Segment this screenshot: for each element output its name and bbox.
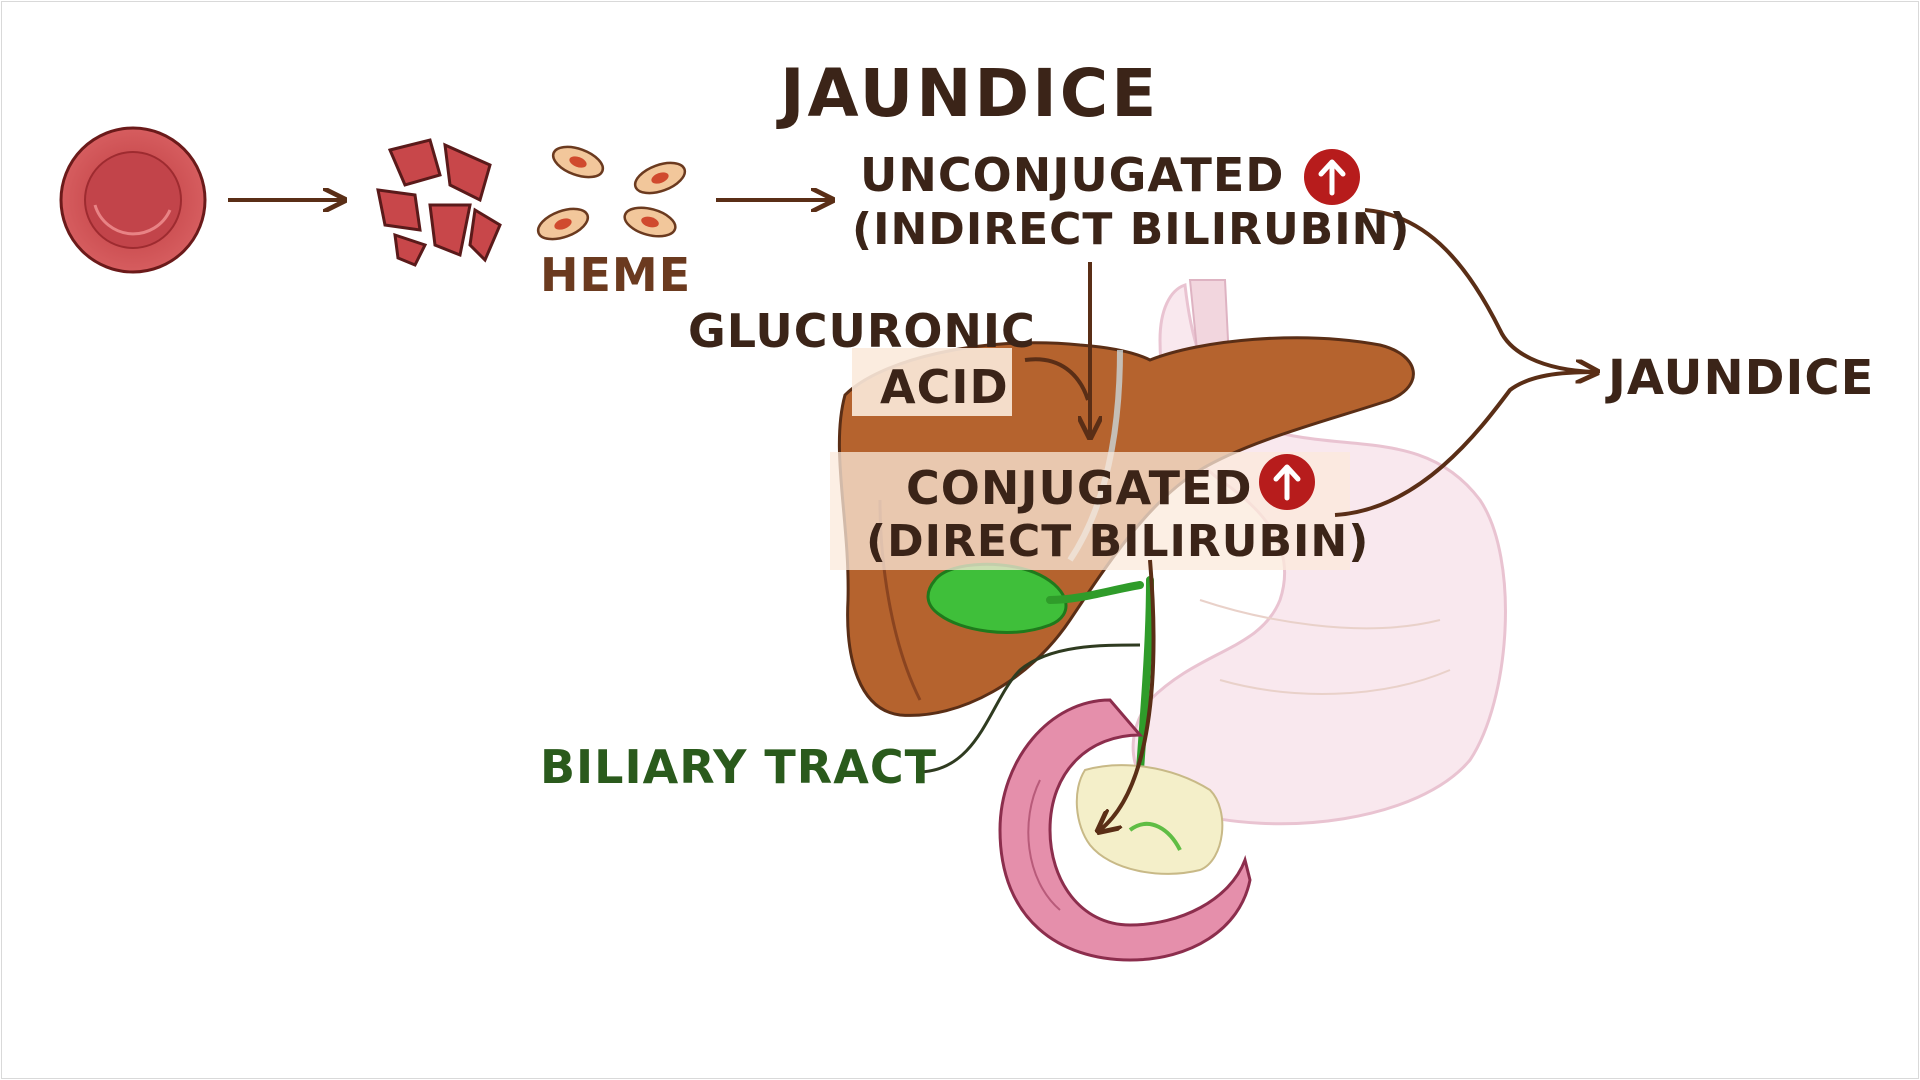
fragmented-red-blood-cell-icon [376, 138, 502, 267]
heme-molecule-icon [536, 145, 687, 241]
biliary-tract-pointer [919, 643, 1141, 774]
biliary-tract-label: BILIARY TRACT [540, 740, 937, 794]
unconjugated-label: UNCONJUGATED [860, 148, 1285, 202]
diagram-title: JAUNDICE [780, 55, 1160, 132]
up-arrow-badge-icon [1259, 454, 1315, 510]
arrow-unconjugated-to-jaundice [1364, 208, 1595, 372]
arrow-conjugated-to-jaundice [1334, 370, 1596, 517]
duodenum-illustration [998, 698, 1252, 962]
arrow-conjugated-to-duodenum [1100, 559, 1156, 830]
red-blood-cell-icon [59, 126, 207, 274]
indirect-bilirubin-label: (INDIRECT BILIRUBIN) [852, 204, 1411, 255]
jaundice-result-label: JAUNDICE [1608, 350, 1875, 406]
acid-label: ACID [880, 360, 1009, 414]
up-arrow-badge-icon [1304, 149, 1360, 205]
arrow-glucuronic-acid [1024, 357, 1090, 401]
glucuronic-acid-label-bg [852, 348, 1012, 416]
heme-label: HEME [540, 248, 692, 302]
conjugated-label: CONJUGATED [906, 461, 1253, 515]
glucuronic-label: GLUCURONIC [688, 304, 1036, 358]
pancreas-illustration [1075, 764, 1224, 875]
direct-bilirubin-label: (DIRECT BILIRUBIN) [866, 516, 1370, 567]
